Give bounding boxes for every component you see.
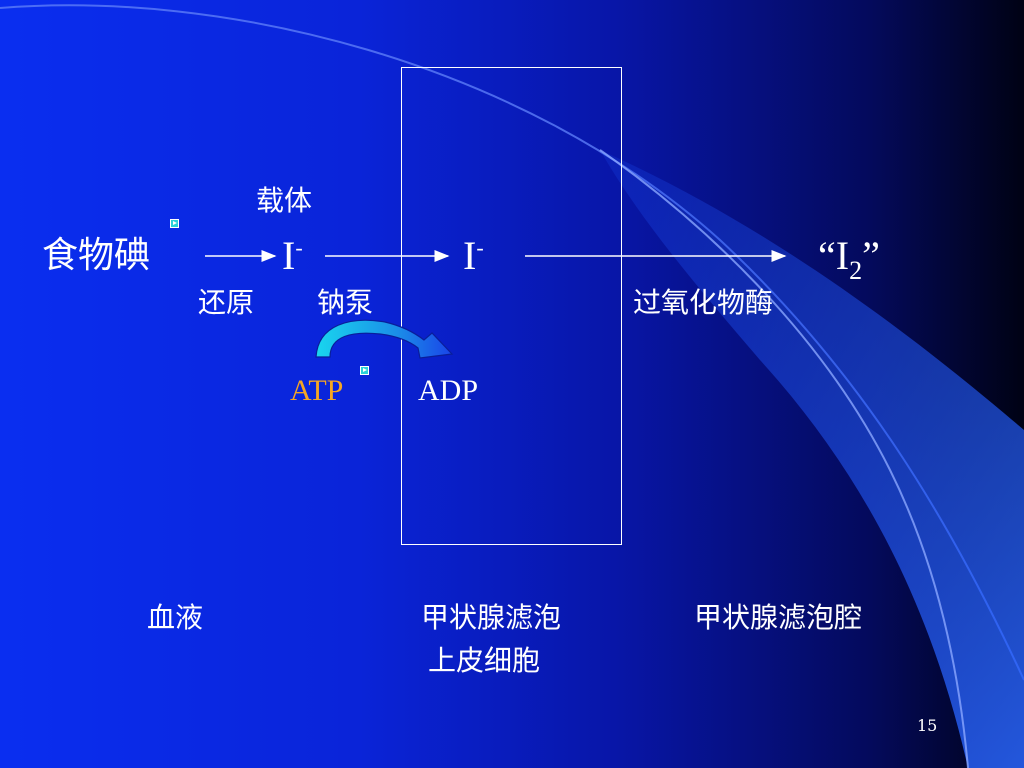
follicle-cell-box <box>401 67 622 545</box>
play-marker-icon[interactable] <box>170 219 179 228</box>
iodine-label: “I2” <box>818 233 880 284</box>
sodium-pump-label: 钠泵 <box>317 286 374 319</box>
iodine-subscript: 2 <box>849 256 863 285</box>
adp-label: ADP <box>418 374 479 407</box>
iodide-label-1: I- <box>282 236 303 276</box>
page-number: 15 <box>917 716 938 735</box>
iodide-charge: - <box>476 235 484 260</box>
iodide-symbol: I <box>463 233 477 278</box>
peroxidase-label: 过氧化物酶 <box>633 286 774 319</box>
curved-arrow-icon <box>315 319 454 359</box>
iodide-symbol: I <box>282 233 296 278</box>
swoosh-band <box>600 150 1024 768</box>
iodine-symbol: “I <box>818 233 850 278</box>
carrier-label: 载体 <box>256 184 313 217</box>
iodide-charge: - <box>295 235 303 260</box>
follicle-epithelium-label-line1: 甲状腺滤泡 <box>421 601 562 634</box>
iodine-close-quote: ” <box>862 233 880 278</box>
swoosh-edge <box>599 149 969 768</box>
iodide-label-2: I- <box>463 236 484 276</box>
reduction-label: 还原 <box>198 286 255 319</box>
follicle-epithelium-label-line2: 上皮细胞 <box>428 644 541 677</box>
atp-label: ATP <box>290 374 344 407</box>
follicle-lumen-label: 甲状腺滤泡腔 <box>694 601 863 634</box>
play-marker-icon[interactable] <box>360 366 369 375</box>
blood-label: 血液 <box>147 601 204 634</box>
food-iodine-label: 食物碘 <box>42 235 151 276</box>
